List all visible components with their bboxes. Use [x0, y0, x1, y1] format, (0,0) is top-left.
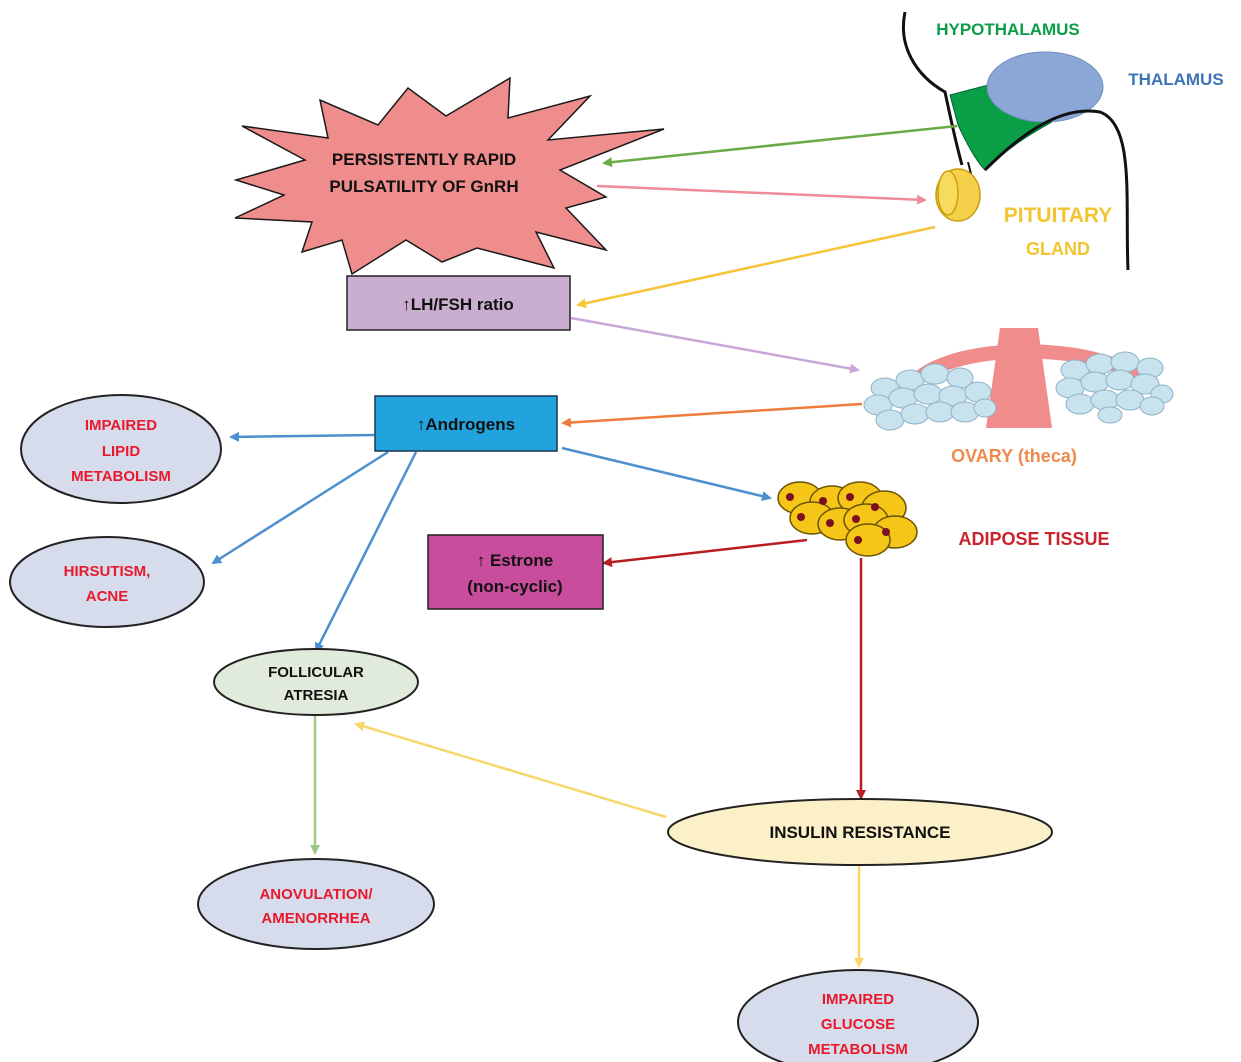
- arrow-hypothalamus-to-gnrh: [602, 124, 958, 168]
- adipose-cells: [777, 481, 918, 557]
- pituitary-label-line1: PITUITARY: [1004, 204, 1113, 227]
- lh-fsh-box: [346, 275, 571, 331]
- hypothalamus-label: HYPOTHALAMUS: [936, 20, 1080, 39]
- glucose-metabolism-node: [737, 969, 979, 1062]
- glucose-text-line1: IMPAIRED: [822, 991, 894, 1008]
- androgens-box: [374, 395, 558, 452]
- anovulation-text-line1: ANOVULATION/: [259, 886, 373, 903]
- arrow-ovary-to-androgens: [561, 402, 863, 428]
- arrow-androgens-to-hirsutism: [211, 450, 389, 565]
- hirsutism-text-line2: ACNE: [86, 588, 129, 605]
- anovulation-node: [197, 858, 435, 950]
- follicular-atresia-node: [213, 648, 419, 716]
- lipid-metabolism-node: [20, 394, 222, 504]
- left-ovary-follicles: [863, 363, 997, 431]
- arrow-gnrh-to-pituitary: [596, 184, 927, 205]
- fallopian-tubes: [915, 344, 1145, 384]
- estrone-box: [427, 534, 604, 610]
- lipid-text-line3: METABOLISM: [71, 468, 171, 485]
- lipid-text-line2: LIPID: [102, 443, 141, 460]
- glucose-text-line3: METABOLISM: [808, 1041, 908, 1058]
- arrow-pituitary-to-lhfsh: [576, 225, 936, 309]
- brain-anatomy: [901, 11, 1130, 271]
- adipose-label: ADIPOSE TISSUE: [958, 529, 1109, 549]
- right-ovary-follicles: [1055, 351, 1174, 424]
- arrow-lhfsh-to-ovary: [570, 316, 860, 374]
- insulin-resistance-node: [667, 798, 1053, 866]
- adipose-nuclei: [786, 493, 890, 544]
- thalamus-label: THALAMUS: [1128, 70, 1223, 89]
- brain-outline-left: [901, 11, 964, 166]
- ovary-label: OVARY (theca): [951, 446, 1077, 466]
- anovulation-text-line2: AMENORRHEA: [261, 910, 370, 927]
- arrow-adipose-to-estrone: [602, 538, 808, 568]
- follicular-text-line2: ATRESIA: [284, 687, 349, 704]
- uterus-shape: [986, 328, 1052, 428]
- lh-fsh-text: ↑LH/FSH ratio: [402, 295, 513, 314]
- hirsutism-acne-node: [9, 536, 205, 628]
- arrows: [211, 124, 958, 968]
- follicular-text-line1: FOLLICULAR: [268, 664, 364, 681]
- ovary-illustration: [863, 328, 1174, 431]
- arrow-insulin-to-follicular: [354, 721, 667, 819]
- gnrh-text-line1: PERSISTENTLY RAPID: [332, 150, 516, 169]
- glucose-text-line2: GLUCOSE: [821, 1016, 895, 1033]
- brain-outline-right: [983, 109, 1130, 271]
- androgens-text: ↑Androgens: [417, 415, 515, 434]
- arrow-androgens-to-adipose: [561, 446, 772, 501]
- pituitary-gland-shape: [935, 168, 981, 222]
- lipid-text-line1: IMPAIRED: [85, 417, 157, 434]
- arrow-androgens-to-lipid: [229, 431, 375, 442]
- gnrh-starburst: [233, 76, 665, 276]
- gnrh-text-line2: PULSATILITY OF GnRH: [329, 177, 518, 196]
- estrone-text-line1: ↑ Estrone: [477, 551, 554, 570]
- estrone-text-line2: (non-cyclic): [467, 577, 562, 596]
- pituitary-label-line2: GLAND: [1026, 239, 1090, 259]
- arrow-androgens-to-follicular: [314, 451, 418, 653]
- hirsutism-text-line1: HIRSUTISM,: [64, 563, 151, 580]
- insulin-text: INSULIN RESISTANCE: [769, 823, 950, 842]
